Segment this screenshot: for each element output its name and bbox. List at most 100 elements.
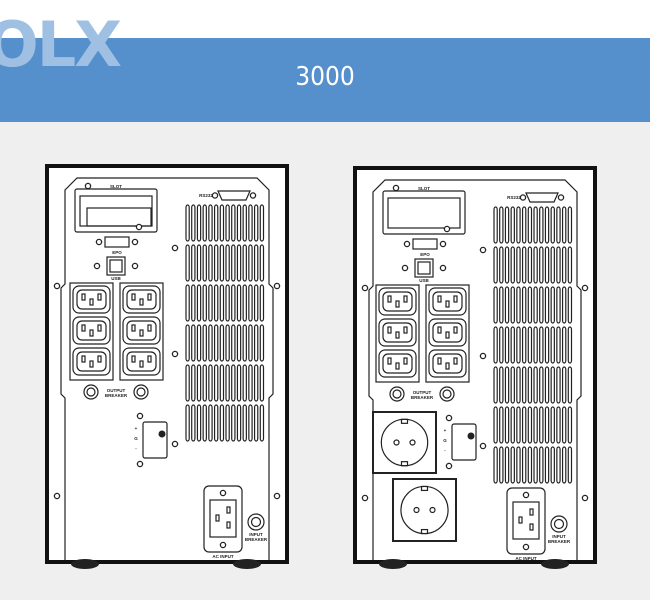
expansion-slot <box>74 188 158 233</box>
vent-slot <box>521 246 527 284</box>
expansion-slot <box>382 190 466 235</box>
vent-slot <box>527 286 533 324</box>
vent-slot <box>213 364 219 402</box>
outlet-pin <box>89 298 94 306</box>
iec-outlet-icon <box>72 316 111 345</box>
vent-slot <box>196 244 202 282</box>
input-breaker-label: INPUT <box>249 532 263 537</box>
vent-slot <box>527 366 533 404</box>
screw-icon <box>401 264 409 272</box>
outlet-pin <box>131 355 136 363</box>
vent-slot <box>493 326 498 364</box>
vent-slot <box>259 324 265 362</box>
vent-slot <box>185 284 190 322</box>
breaker-inner <box>86 387 96 397</box>
output-breaker-button <box>439 386 455 402</box>
vent-slot <box>196 284 202 322</box>
vent-slot <box>493 366 498 404</box>
vent-slot <box>225 284 230 322</box>
epo-label: EPO <box>112 250 122 255</box>
outlet-pin <box>518 516 523 524</box>
vent-slot <box>219 404 225 442</box>
input-breaker-button <box>247 513 265 531</box>
output-breaker-label: OUTPUT <box>107 388 126 393</box>
vent-slot <box>231 364 236 402</box>
vent-slot <box>259 204 265 242</box>
input-breaker-label: INPUT <box>552 534 566 539</box>
vent-slot <box>231 324 236 362</box>
vent-slot <box>533 206 538 244</box>
iec-outlet-inner <box>126 289 157 310</box>
screw-icon <box>135 223 143 231</box>
outlet-pin <box>453 357 458 365</box>
epo-port-icon <box>412 238 438 250</box>
vent-slot <box>213 204 219 242</box>
ac-input-socket-icon <box>209 499 237 538</box>
vent-slot <box>550 206 555 244</box>
screw-icon <box>171 440 179 448</box>
iec-outlet-inner <box>382 291 413 312</box>
outlet-pin <box>131 293 136 301</box>
vent-slot <box>253 244 259 282</box>
slot-inner <box>387 197 461 229</box>
screw-icon <box>479 352 487 360</box>
vent-slot <box>533 366 538 404</box>
vent-slot <box>533 406 538 444</box>
vent-slot <box>191 364 196 402</box>
battery-plus-label: + <box>444 428 447 433</box>
iec-outlet-icon <box>72 347 111 376</box>
outlet-pin <box>139 360 144 368</box>
screw-icon <box>211 192 219 199</box>
outlet-group <box>425 284 470 383</box>
vent-slot <box>196 204 202 242</box>
vent-slot <box>231 244 236 282</box>
vent-slot <box>191 284 196 322</box>
screw-icon <box>392 184 400 192</box>
vent-slot <box>196 404 202 442</box>
outlet-pin <box>403 326 408 334</box>
iec-outlet-inner <box>126 351 157 372</box>
iec-outlet-icon <box>428 349 467 378</box>
vent-slot <box>504 286 510 324</box>
iec-outlet-inner <box>76 320 107 341</box>
vent-slot <box>510 446 515 484</box>
screw-icon <box>219 541 227 549</box>
outlet-group <box>69 282 114 381</box>
screw-icon <box>443 225 451 233</box>
vent-slot <box>248 204 253 242</box>
schuko-outlet-icon <box>372 411 437 474</box>
screw-icon <box>131 262 139 270</box>
screw-icon <box>273 492 281 500</box>
vent-slot <box>521 286 527 324</box>
vent-slot <box>248 284 253 322</box>
vent-slot <box>539 286 544 324</box>
screw-icon <box>445 414 453 422</box>
outlet-pin <box>395 300 400 308</box>
vent-slot <box>253 284 259 322</box>
vent-slot <box>219 364 225 402</box>
outlet-pin <box>147 293 152 301</box>
iec-outlet-inner <box>76 351 107 372</box>
vent-slot <box>556 246 561 284</box>
iec-outlet-icon <box>378 287 417 316</box>
outlet-pin <box>437 326 442 334</box>
screw-icon <box>581 284 589 292</box>
connector-knob <box>158 430 166 438</box>
vent-slot <box>253 404 259 442</box>
vent-slot <box>191 324 196 362</box>
usb-port-inner <box>417 261 431 275</box>
outlet-pin <box>445 331 450 339</box>
vent-slot <box>493 246 498 284</box>
breaker-inner <box>136 387 146 397</box>
ac-input-housing <box>506 487 546 555</box>
outlet-pin <box>81 324 86 332</box>
vent-slot <box>561 446 567 484</box>
page-title: 3000 <box>295 62 355 92</box>
vent-slot <box>493 406 498 444</box>
vent-slot <box>516 446 521 484</box>
panel-outline <box>60 177 274 560</box>
battery-connector-icon <box>142 421 168 459</box>
vent-slot <box>567 446 573 484</box>
vent-slot <box>504 246 510 284</box>
